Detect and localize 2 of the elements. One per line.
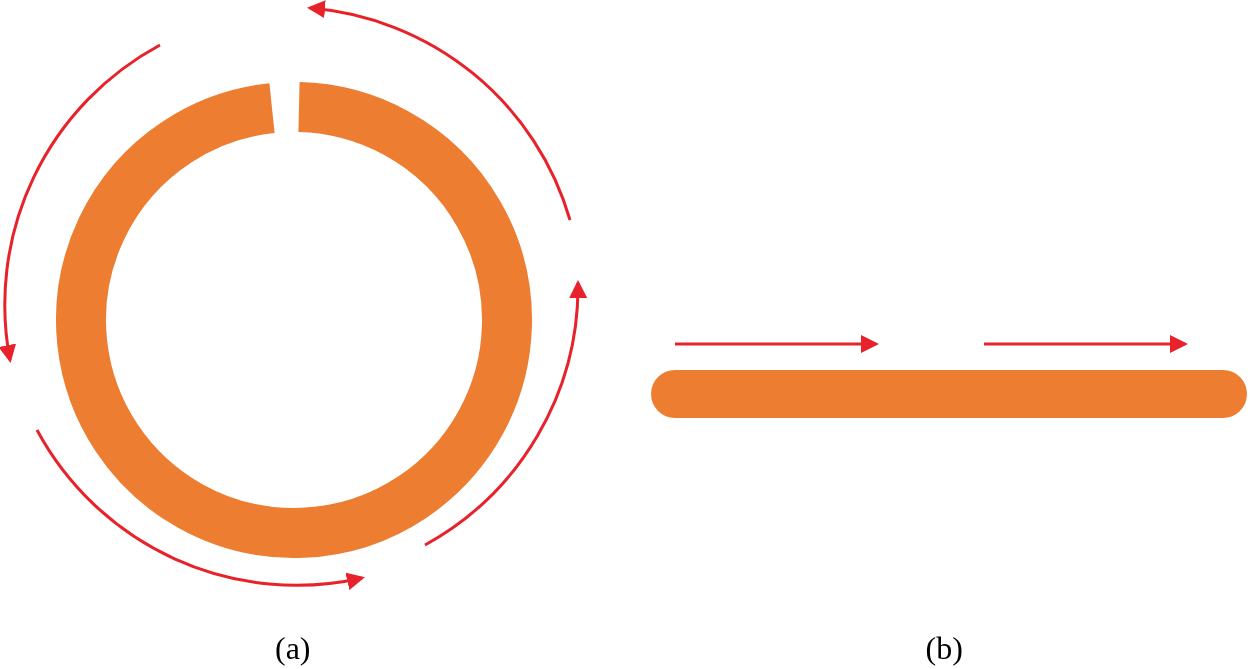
panel-label: (a) xyxy=(275,632,311,664)
panel-label: (b) xyxy=(925,632,963,664)
